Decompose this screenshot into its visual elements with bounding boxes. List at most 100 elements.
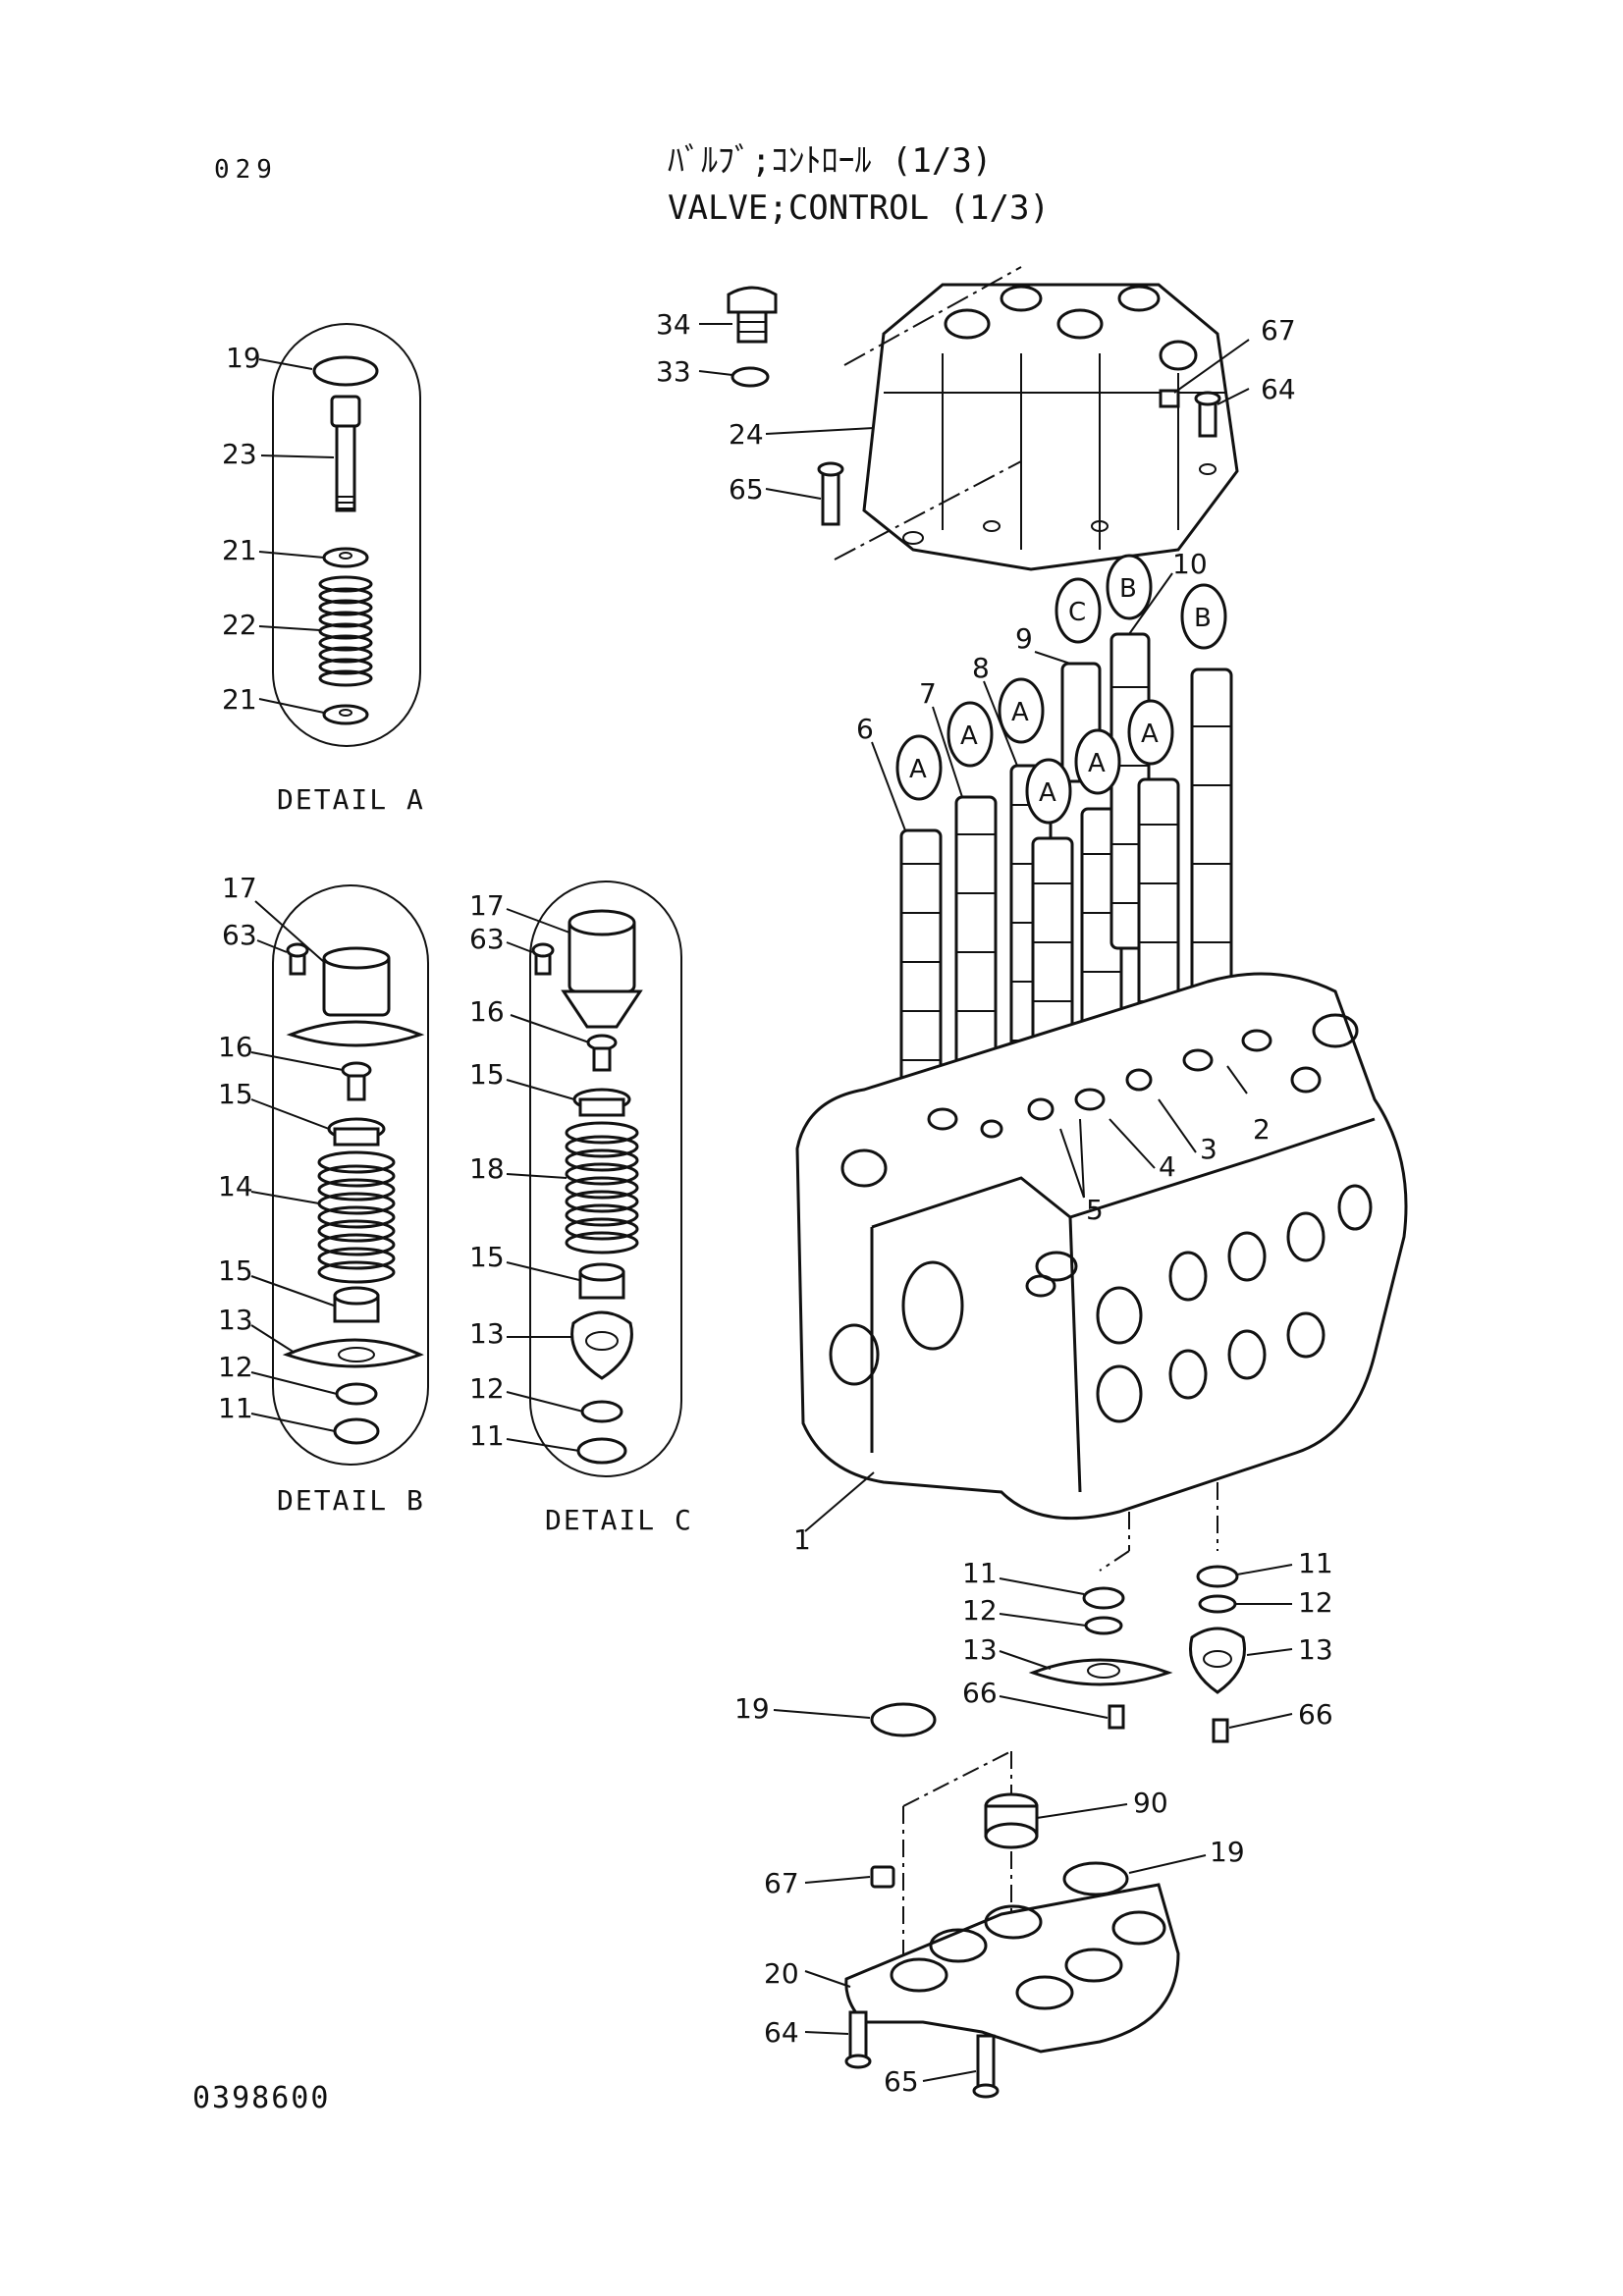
label-13-right: 13	[1298, 1633, 1333, 1666]
label-65-top: 65	[729, 473, 764, 506]
label-8: 8	[972, 652, 990, 684]
retainer-15-c-bottom	[578, 1262, 625, 1300]
label-67-top: 67	[1261, 314, 1296, 347]
plate-13-left	[1028, 1658, 1173, 1686]
detail-a-outline	[272, 323, 421, 747]
o-ring-33	[730, 366, 770, 388]
label-1: 1	[793, 1523, 811, 1556]
label-21-top: 21	[222, 534, 257, 566]
label-23: 23	[222, 438, 257, 470]
label-66-left: 66	[962, 1677, 998, 1709]
label-12-b: 12	[218, 1351, 253, 1383]
label-66-right: 66	[1298, 1698, 1333, 1731]
stopper-21-top	[322, 547, 369, 568]
plate-13-right	[1189, 1627, 1246, 1694]
o-ring-19-bottom	[870, 1702, 937, 1737]
bubble-text-a-5: A	[1088, 749, 1106, 778]
plug-90	[984, 1792, 1039, 1849]
plug-67-bottom	[870, 1865, 895, 1889]
label-11-right: 11	[1298, 1547, 1333, 1579]
label-12-right: 12	[1298, 1586, 1333, 1619]
spring-22	[318, 575, 373, 687]
label-10: 10	[1172, 548, 1208, 580]
label-7: 7	[919, 677, 937, 710]
label-20: 20	[764, 1957, 799, 1990]
label-15-b-bottom: 15	[218, 1255, 253, 1287]
bubble-text-b-1: B	[1119, 574, 1137, 604]
plug-67-top	[1159, 389, 1180, 408]
plug-16-c	[586, 1034, 618, 1072]
seal-11-c	[576, 1437, 627, 1465]
label-13-c: 13	[469, 1317, 505, 1350]
bubble-a-1	[895, 734, 943, 801]
detail-c-caption: DETAIL C	[545, 1504, 693, 1536]
stopper-21-bottom	[322, 704, 369, 725]
label-12-c: 12	[469, 1372, 505, 1405]
bolt-23	[330, 395, 361, 512]
screw-64-bottom	[844, 2010, 872, 2069]
bubbles: A A A A A A C B B	[895, 554, 1227, 825]
label-13-left: 13	[962, 1633, 998, 1666]
bubble-c	[1055, 577, 1102, 644]
label-17-c: 17	[469, 889, 505, 922]
detail-a-caption: DETAIL A	[277, 783, 425, 816]
detail-b: 17 63 16 15 14 15 13 12 11	[218, 872, 429, 1466]
label-4: 4	[1159, 1150, 1176, 1183]
retainer-15-b-top	[327, 1117, 386, 1147]
bubble-text-a-4: A	[1039, 778, 1056, 808]
label-22: 22	[222, 609, 257, 641]
label-24: 24	[729, 418, 764, 451]
label-67-bottom: 67	[764, 1867, 799, 1899]
label-63-b: 63	[222, 919, 257, 951]
ring-12-left	[1084, 1616, 1123, 1635]
title-english: VALVE;CONTROL (1/3)	[668, 188, 1050, 228]
detail-a: 19 23 21 22 21	[222, 323, 421, 747]
label-90: 90	[1133, 1787, 1168, 1819]
screw-66-right	[1212, 1718, 1229, 1743]
spring-18	[565, 1121, 639, 1255]
label-19-a: 19	[226, 342, 261, 374]
bubble-a-3	[998, 677, 1045, 744]
label-14: 14	[218, 1170, 253, 1202]
bubble-text-a-2: A	[960, 721, 978, 751]
bubble-b-2	[1180, 583, 1227, 650]
detail-c: 17 63 16 15 18 15 13 12 11	[469, 881, 682, 1477]
label-18: 18	[469, 1152, 505, 1185]
label-21-bottom: 21	[222, 683, 257, 716]
spring-14	[317, 1150, 396, 1284]
label-11-b: 11	[218, 1392, 253, 1424]
valve-body-1	[795, 972, 1408, 1521]
cap-17-b	[286, 946, 425, 1047]
label-3: 3	[1200, 1133, 1217, 1165]
label-34: 34	[656, 308, 691, 341]
bubble-a-6	[1127, 699, 1174, 766]
bubble-a-2	[947, 701, 994, 768]
label-16-c: 16	[469, 995, 505, 1028]
label-15-c-top: 15	[469, 1058, 505, 1091]
retainer-15-c-top	[572, 1088, 631, 1117]
label-17-b: 17	[222, 872, 257, 904]
screw-63-c	[531, 942, 555, 976]
label-13-b: 13	[218, 1304, 253, 1336]
spool-7	[954, 795, 998, 1090]
top-cover-24	[834, 266, 1239, 571]
plug-16-b	[341, 1061, 372, 1101]
bubble-text-b-2: B	[1194, 604, 1212, 633]
label-2: 2	[1253, 1113, 1271, 1146]
bubble-text-a-3: A	[1011, 698, 1029, 727]
screw-65-bottom	[972, 2034, 1000, 2099]
screw-65-top	[817, 461, 844, 526]
label-11-left: 11	[962, 1557, 998, 1589]
label-5: 5	[1086, 1194, 1104, 1226]
bubble-text-a-1: A	[909, 755, 927, 784]
label-19-right: 19	[1210, 1836, 1245, 1868]
label-64-top: 64	[1261, 373, 1296, 405]
seal-11-right	[1196, 1565, 1239, 1588]
screw-64-top	[1194, 391, 1221, 438]
label-9: 9	[1015, 622, 1033, 655]
drawing-number: 0398600	[192, 2081, 331, 2115]
plug-34	[727, 286, 778, 344]
detail-b-caption: DETAIL B	[277, 1484, 425, 1517]
seal-11-left	[1082, 1586, 1125, 1610]
label-64-bottom: 64	[764, 2016, 799, 2049]
